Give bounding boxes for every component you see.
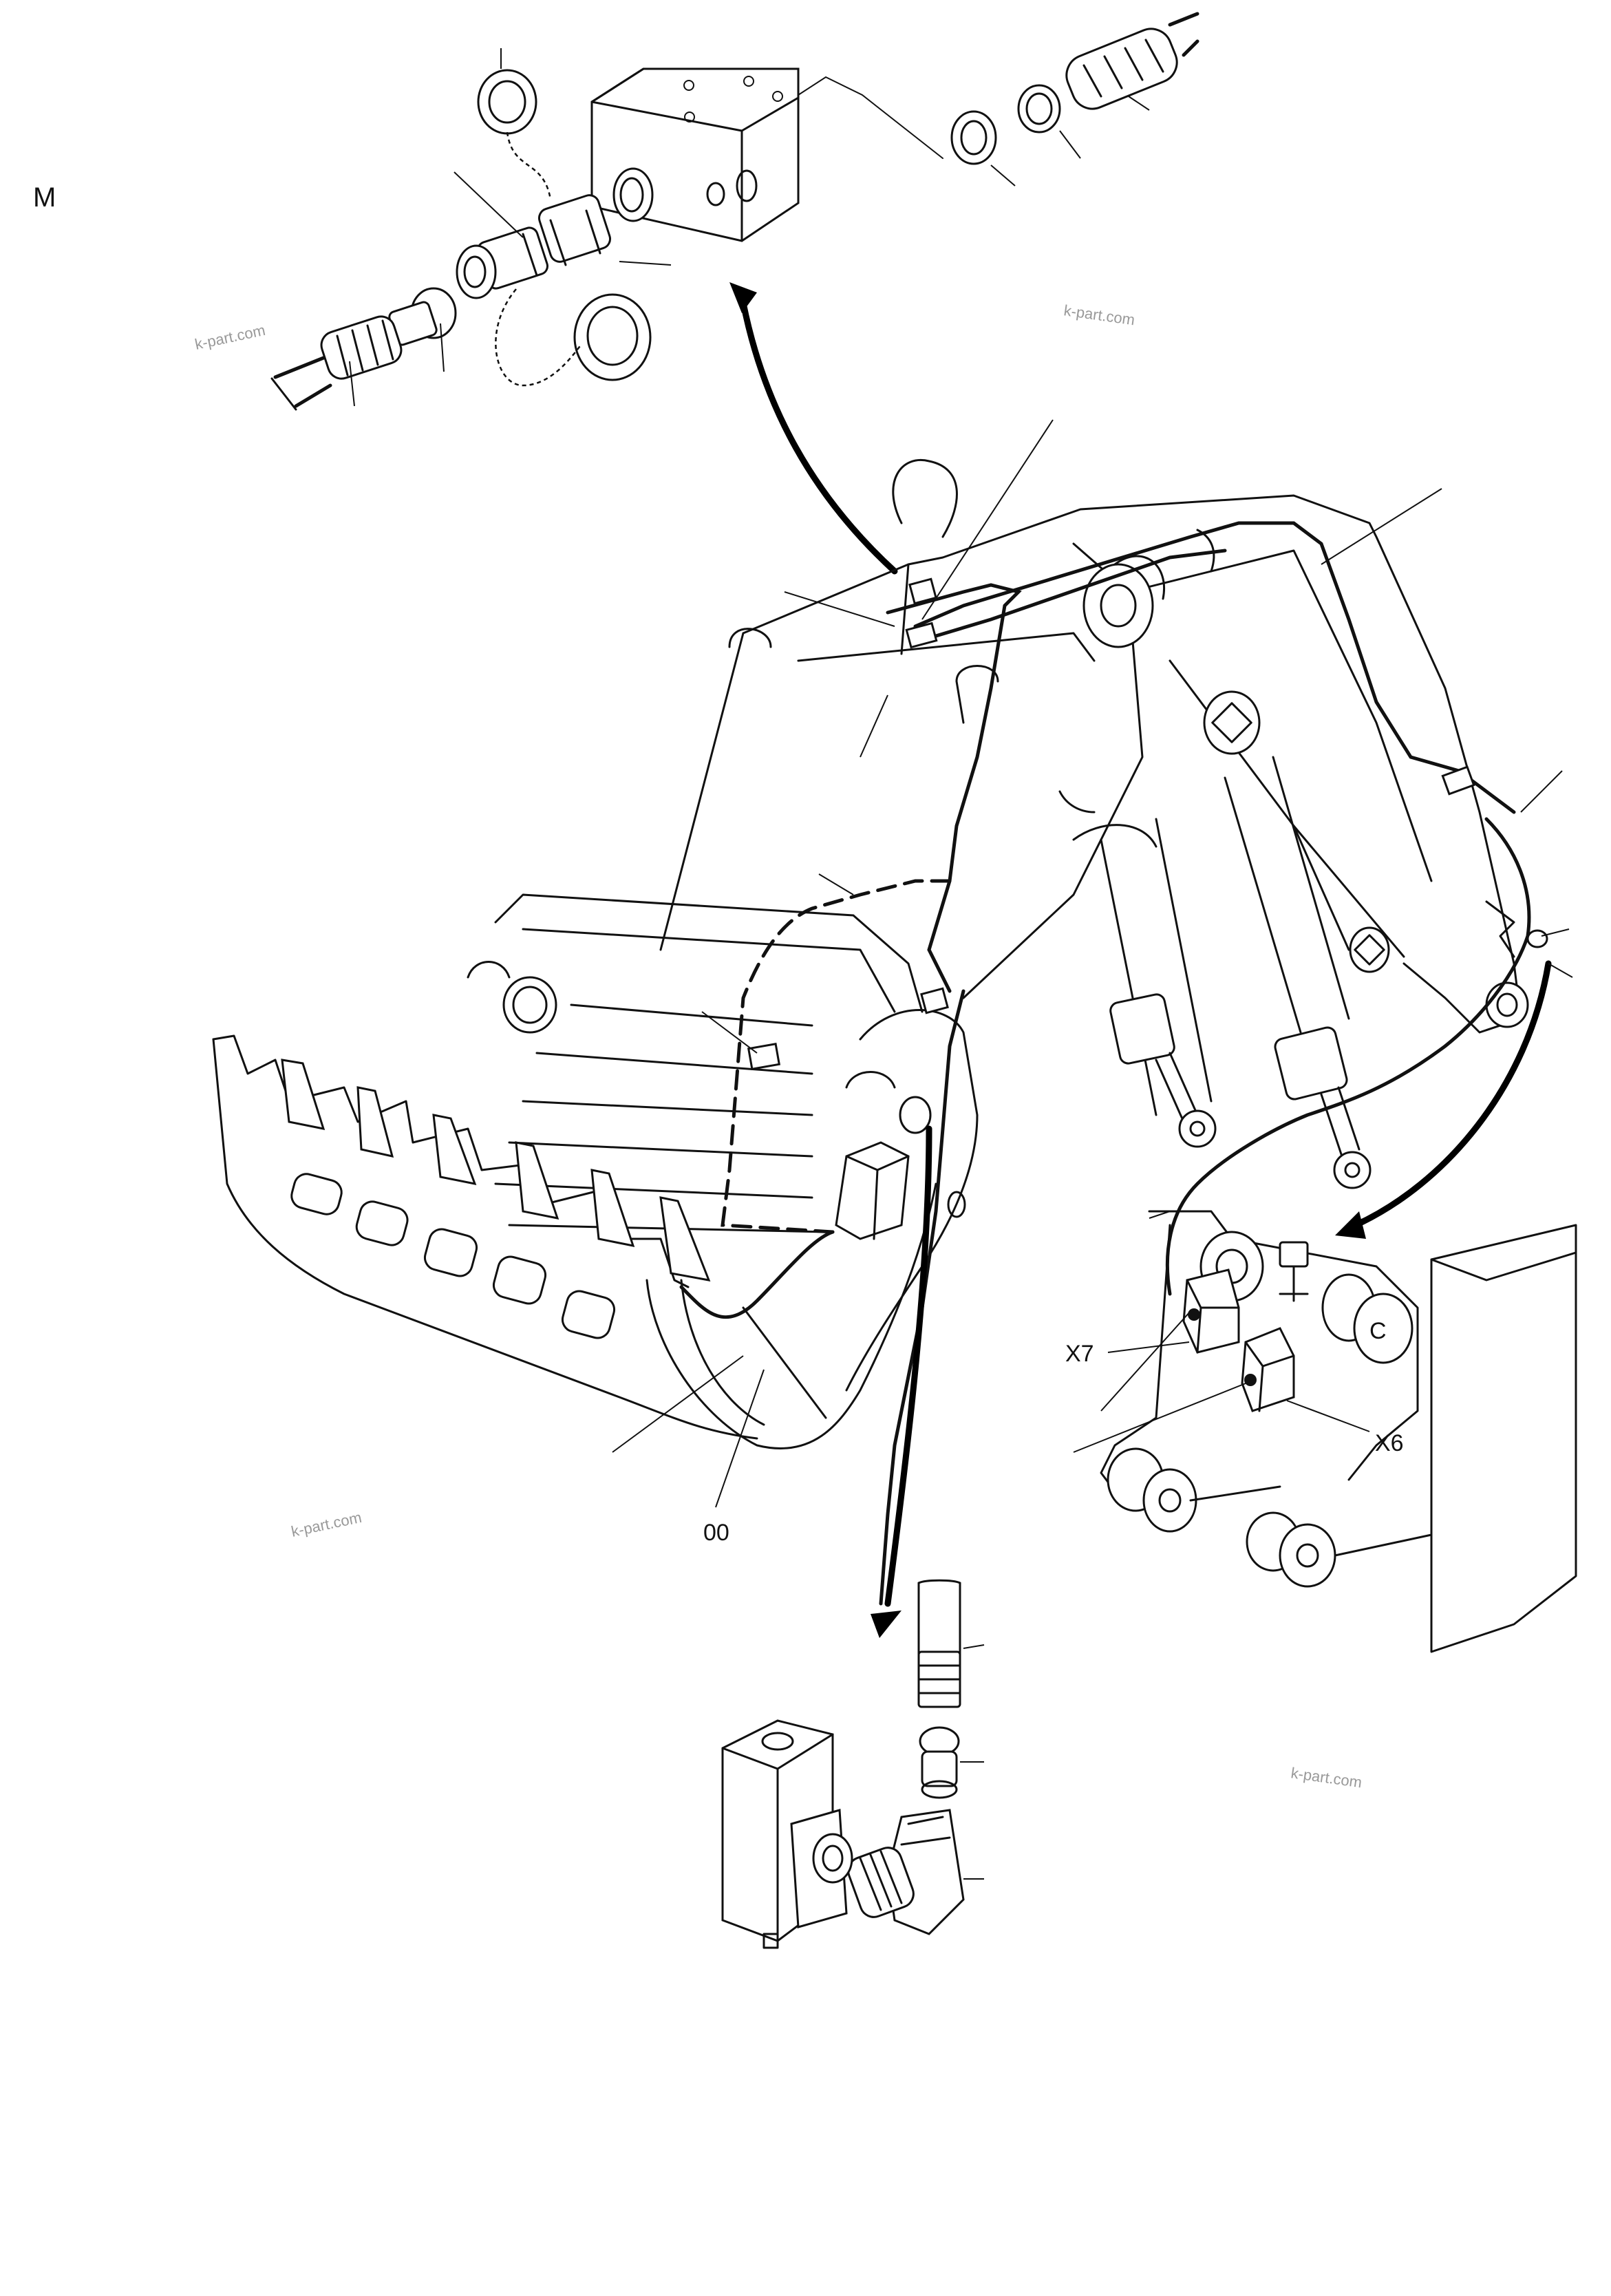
linkage-detail: C bbox=[1073, 1210, 1577, 1653]
watermark-1: k-part.com bbox=[193, 321, 267, 353]
top-connector-detail bbox=[270, 12, 1199, 411]
callout-x6: X6 bbox=[1375, 1430, 1404, 1456]
section-letter: M bbox=[33, 182, 56, 213]
cable-routing bbox=[679, 521, 1548, 1606]
callout-00: 00 bbox=[703, 1520, 729, 1546]
watermark-3: k-part.com bbox=[290, 1509, 363, 1540]
excavator-arm bbox=[659, 459, 1529, 1189]
callout-labels: X7 X6 00 bbox=[612, 419, 1573, 1546]
detail-arrow-right bbox=[1335, 960, 1552, 1239]
svg-text:C: C bbox=[1369, 1318, 1387, 1344]
watermarks: k-part.com k-part.com k-part.com k-part.… bbox=[193, 301, 1363, 1791]
right-cable-fittings bbox=[950, 12, 1199, 165]
watermark-2: k-part.com bbox=[1063, 301, 1135, 328]
watermark-4: k-part.com bbox=[1290, 1764, 1363, 1791]
dust-cap-top bbox=[477, 69, 552, 200]
grapple-bucket bbox=[212, 893, 979, 1449]
detail-arrow-down bbox=[871, 1125, 932, 1638]
lower-connector-detail bbox=[721, 1579, 985, 1949]
left-cable-fittings bbox=[270, 287, 457, 411]
callout-x7: X7 bbox=[1065, 1341, 1094, 1367]
cable-gland bbox=[612, 167, 654, 222]
plug-connector bbox=[456, 194, 612, 299]
dust-cap-bottom bbox=[495, 288, 652, 387]
detail-arrow-up bbox=[729, 282, 898, 575]
